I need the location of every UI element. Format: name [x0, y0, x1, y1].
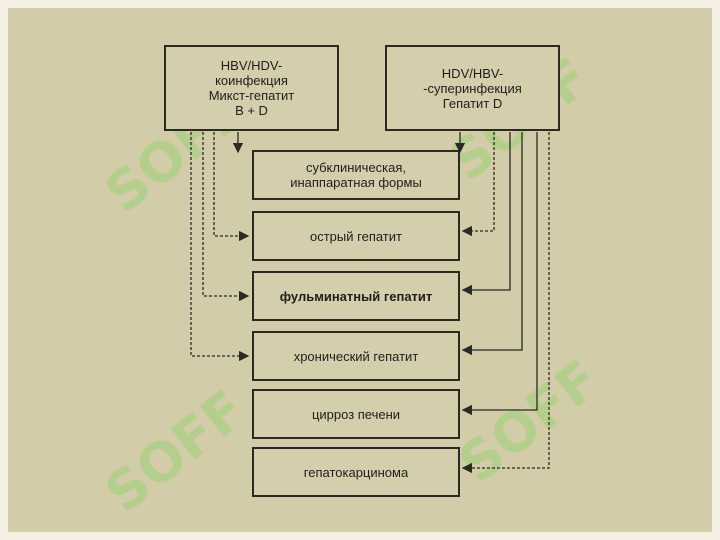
outcome-box-chronic: хронический гепатит — [252, 331, 460, 381]
source-right-line-1: HDV/HBV- — [441, 65, 504, 81]
source-box-coinfection: HBV/HDV- коинфекция Микст-гепатит B + D — [164, 45, 339, 131]
source-left-line-4: B + D — [235, 103, 268, 118]
source-box-superinfection: HDV/HBV- -суперинфекция Гепатит D — [385, 45, 560, 131]
outcome-fulminant-label: фульминатный гепатит — [279, 288, 433, 304]
source-right-line-2: -суперинфекция — [423, 80, 522, 96]
outcome-box-carcinoma: гепатокарцинома — [252, 447, 460, 497]
connector-right-acute — [461, 132, 495, 237]
source-right-line-3: Гепатит D — [442, 95, 503, 111]
source-left-line-2: коинфекция — [215, 73, 288, 88]
outcome-box-subclinical: субклиническая, инаппаратная формы — [252, 150, 460, 200]
outcome-subclinical-line-1: субклиническая, — [305, 160, 407, 175]
connector-left-fulminant — [202, 132, 250, 302]
outcome-cirrhosis-label: цирроз печени — [311, 406, 401, 422]
connector-right-carcinoma — [461, 132, 550, 474]
connector-left-acute — [213, 132, 250, 242]
source-left-line-3: Микст-гепатит — [208, 88, 295, 103]
outcome-box-fulminant: фульминатный гепатит — [252, 271, 460, 321]
outcome-chronic-label: хронический гепатит — [293, 348, 419, 364]
connector-right-fulminant — [461, 132, 511, 296]
outcome-box-acute: острый гепатит — [252, 211, 460, 261]
outcome-subclinical-line-2: инаппаратная формы — [290, 175, 422, 190]
outcome-box-cirrhosis: цирроз печени — [252, 389, 460, 439]
outcome-acute-label: острый гепатит — [310, 228, 402, 244]
connector-right-chronic — [461, 132, 523, 356]
connector-left-chronic — [190, 132, 250, 362]
source-left-line-1: HBV/HDV- — [220, 58, 283, 73]
outcome-carcinoma-label: гепатокарцинома — [303, 464, 409, 480]
connector-right-cirrhosis — [461, 132, 538, 416]
